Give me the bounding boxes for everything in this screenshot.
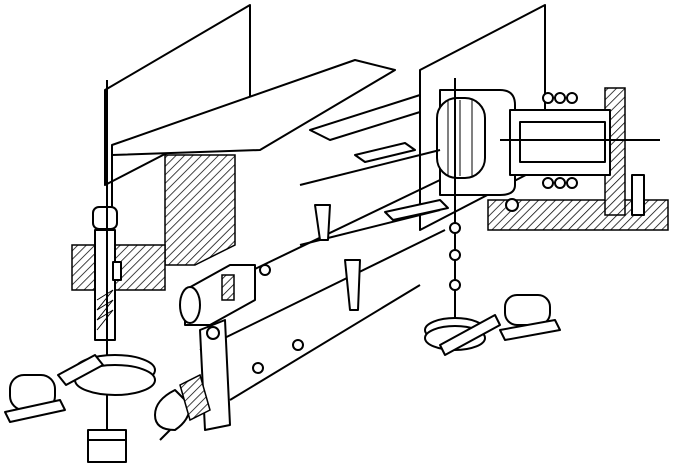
spring-housing [500,92,660,216]
left-drive [4,354,156,463]
screw-column [92,80,122,380]
actuator [179,264,256,431]
drum [436,78,516,330]
spring-top [542,92,578,104]
cam [154,373,211,441]
spring-bottom [542,177,578,189]
left-frame [71,4,396,291]
linkages [179,142,461,401]
right-drive [424,294,561,356]
